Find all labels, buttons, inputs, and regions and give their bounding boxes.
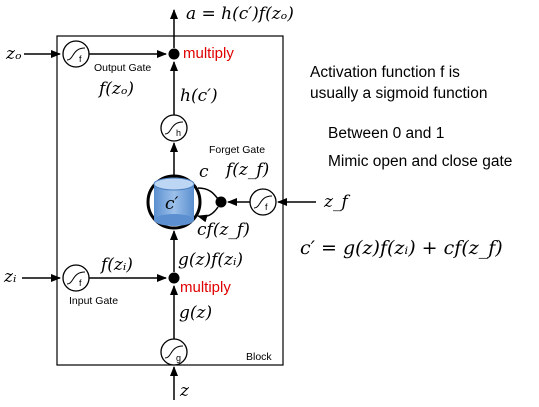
note-line-1: Activation function f is [310, 64, 460, 81]
cell-update-equation: c′ = g(z)f(zᵢ) + cf(z_f) [300, 237, 503, 259]
gz-fzi-label: g(z)f(zᵢ) [178, 250, 243, 270]
g-function-symbol: g [176, 353, 181, 363]
output-equation: a = h(c′)f(zₒ) [186, 4, 294, 24]
cell-c-prime: c′ [165, 194, 179, 214]
forget-gate-label: Forget Gate [209, 144, 265, 156]
sigmoid-curve-icon [66, 47, 86, 61]
f-zf-label: f(z_f) [224, 160, 269, 180]
input-z-label: z [179, 381, 190, 401]
note-line-3: Between 0 and 1 [328, 125, 444, 142]
note-line-4: Mimic open and close gate [328, 153, 512, 170]
h-function-symbol: h [176, 128, 181, 138]
h-curve-icon [164, 121, 184, 135]
output-gate-label: Output Gate [94, 62, 151, 74]
g-curve-icon [164, 345, 184, 359]
g-function [160, 338, 188, 366]
input-gate-fn: f [79, 278, 82, 288]
output-gate-sigmoid [62, 40, 90, 68]
cell-to-forget-multiply [197, 187, 219, 200]
input-sigmoid-curve-icon [66, 271, 86, 285]
output-multiply-node [168, 48, 180, 60]
block-label: Block [246, 351, 272, 363]
input-zf-label: z_f [323, 192, 350, 212]
input-gate-sigmoid [62, 264, 90, 292]
input-zi-label: zᵢ [3, 267, 16, 287]
cf-zf-label: cf(z_f) [197, 220, 250, 240]
forget-gate-fn: f [265, 202, 268, 212]
g-z-label: g(z) [179, 303, 212, 323]
input-gate-label: Input Gate [69, 295, 118, 307]
forget-sigmoid-curve-icon [253, 195, 273, 209]
forget-multiply-node [215, 196, 227, 208]
f-zi-label: f(zᵢ) [99, 255, 133, 275]
note-line-2: usually a sigmoid function [310, 85, 488, 102]
forget-gate-sigmoid [249, 188, 277, 216]
c-label: c [199, 162, 209, 182]
forget-multiply-to-cell [197, 206, 219, 223]
h-function [160, 114, 188, 142]
input-zo-label: zₒ [5, 44, 22, 64]
h-c-label: h(c′) [180, 86, 218, 106]
memory-cell [146, 174, 202, 230]
output-multiply-label: multiply [183, 45, 234, 62]
input-multiply-node [168, 272, 180, 284]
f-zo-label: f(zₒ) [97, 79, 134, 99]
input-multiply-label: multiply [180, 279, 231, 296]
output-gate-fn: f [79, 54, 82, 64]
